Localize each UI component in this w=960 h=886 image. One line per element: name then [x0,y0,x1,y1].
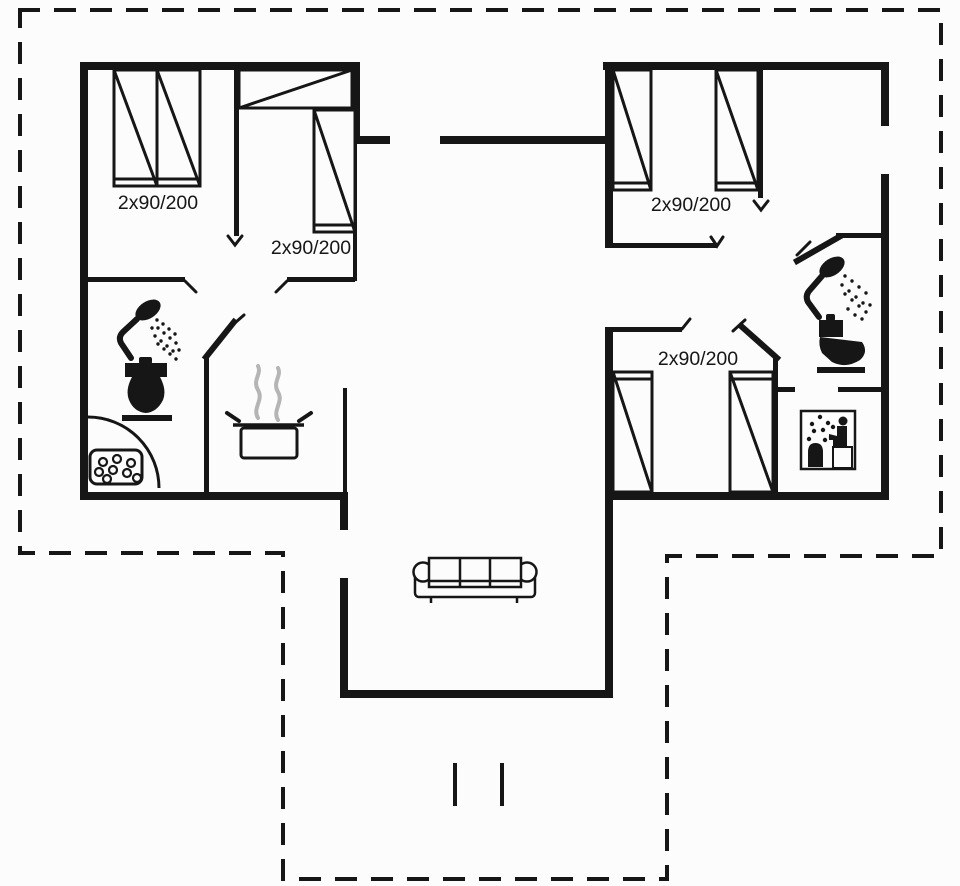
bed-size-label: 2x90/200 [118,192,198,214]
shower-icon [116,299,181,361]
bed-icon [611,68,760,192]
bed-size-label: 2x90/200 [658,348,738,370]
wardrobe-icon [237,68,354,110]
toilet-icon [817,314,866,373]
bed-icon [611,370,775,494]
shower-icon [803,256,872,321]
washbasin-icon [88,448,144,486]
terrace-step-marks [453,763,504,806]
exterior-walls [80,62,889,698]
cooking-pot-icon [225,364,313,460]
door-marks [183,199,812,333]
door-swing-icon [87,415,161,489]
bed-icon [112,68,202,188]
sofa-icon [412,556,538,603]
interior-walls [88,70,881,492]
bed-size-label: 2x90/200 [271,237,351,259]
toilet-icon [122,357,172,421]
bed-size-label: 2x90/200 [651,194,731,216]
property-boundary [18,8,943,881]
bed-icon [312,108,357,234]
sauna-icon [799,409,857,471]
